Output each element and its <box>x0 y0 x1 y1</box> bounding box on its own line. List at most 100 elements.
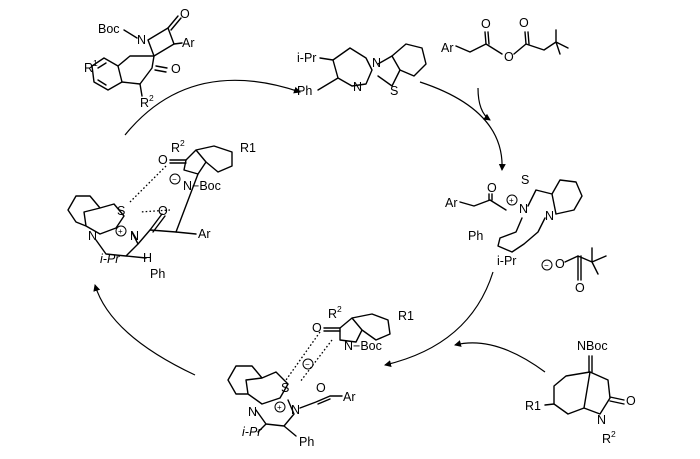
arrow-enolate-to-adduct <box>93 284 196 376</box>
adduct-ring-o: O <box>158 153 168 167</box>
anhydride-co2 <box>524 31 530 45</box>
product-lactam-o: O <box>180 7 190 21</box>
adduct-six-ring <box>95 229 151 259</box>
anhydride-chain <box>455 29 569 55</box>
adduct-aryl: Ar <box>198 227 211 241</box>
adduct-oxindole <box>183 145 233 175</box>
enolate-co <box>323 327 341 332</box>
product-benzo-inner <box>97 62 107 86</box>
ketimine-r2: R <box>602 432 611 446</box>
acyl-ipr: i-Pr <box>497 254 516 268</box>
enolate-r2-sup: 2 <box>337 304 342 314</box>
ketimine-five-ring <box>583 371 611 415</box>
arrow-anhydride-in <box>477 87 491 121</box>
enolate-structure: R 2 R1 O N−Boc S O − Ar N N + i-Pr Ph <box>227 304 414 449</box>
adduct-nboc: N−Boc <box>183 179 221 193</box>
ketimine-structure: NBoc R1 O N R 2 <box>525 339 636 446</box>
acyl-plus-circle <box>506 194 518 206</box>
enolate-aryl: Ar <box>343 390 356 404</box>
product-boc: Boc <box>98 22 120 36</box>
enolate-nboc: N−Boc <box>344 339 382 353</box>
ketimine-r1-bond <box>544 403 555 406</box>
ketimine-r2-sup: 2 <box>611 429 616 439</box>
acyl-n-plus: N <box>519 202 528 216</box>
adduct-minus-circle <box>169 173 181 185</box>
anhydride-o2: O <box>504 50 514 64</box>
arrow-acyl-ammonium-to-enolate <box>384 271 494 368</box>
cycle-arrows <box>93 79 546 376</box>
product-r2-sup: 2 <box>149 93 154 103</box>
pivalate-structure: − O O <box>541 247 607 295</box>
enolate-o-minus: − <box>305 360 310 369</box>
enolate-o: O <box>316 381 326 395</box>
product-n: N <box>137 33 146 47</box>
product-benzo <box>91 57 123 91</box>
enolate-n-right: N <box>291 403 300 417</box>
acyl-ammonium-structure: Ar O N + S N Ph i-Pr <box>445 173 583 268</box>
product-lactam-co <box>167 15 182 31</box>
product-structure: Boc N O Ar O R 1 R 2 <box>84 7 195 110</box>
ketimine-co <box>609 396 625 405</box>
adduct-interaction <box>129 165 171 213</box>
acyl-s: S <box>521 173 529 187</box>
product-r2-bond <box>139 83 143 97</box>
adduct-acyl-o: O <box>158 204 168 218</box>
acyl-n-bridge: N <box>545 209 554 223</box>
adduct-s: S <box>117 204 125 218</box>
enolate-r1: R1 <box>398 309 414 323</box>
adduct-acyl-chain <box>149 213 197 235</box>
adduct-co <box>169 159 187 164</box>
catalyst-ph-bond <box>317 77 339 91</box>
product-r2: R <box>140 96 149 110</box>
catalyst-ipr-bond <box>319 57 334 61</box>
pivalate-charge-circle <box>541 259 553 271</box>
enolate-six-ring <box>255 399 297 437</box>
catalyst-s: S <box>390 84 398 98</box>
adduct-r2: R <box>171 141 180 155</box>
ketimine-cn <box>588 355 593 373</box>
arrow-ketimine-in <box>454 340 546 373</box>
acyl-benzo <box>551 179 583 215</box>
catalyst-structure: i-Pr Ph N N S <box>297 43 427 98</box>
adduct-h: H <box>143 251 152 265</box>
pivalate-minus: − <box>544 261 549 270</box>
anhydride-co1 <box>484 31 490 45</box>
product-ketone-o: O <box>171 62 181 76</box>
mannich-adduct-structure: R 2 R1 O N−Boc − S O Ar N N + i-Pr H Ph <box>67 138 256 281</box>
product-ketone-bond <box>154 65 168 73</box>
acyl-co <box>488 193 493 201</box>
acyl-ring <box>497 217 546 253</box>
catalyst-ph: Ph <box>297 84 312 98</box>
acyl-ph: Ph <box>468 229 483 243</box>
product-n-boc <box>123 29 138 39</box>
arrow-product-to-catalyst <box>124 79 301 136</box>
product-ar-bond <box>173 42 183 45</box>
acyl-thiazole <box>527 189 557 215</box>
ketimine-n: N <box>597 413 606 427</box>
adduct-benzothiazole <box>67 195 125 235</box>
adduct-r2-sup: 2 <box>180 138 185 148</box>
adduct-minus: − <box>172 175 177 184</box>
product-indanone <box>117 55 155 85</box>
catalyst-benzo <box>391 43 427 77</box>
enolate-plus-circle <box>274 401 286 413</box>
acyl-o: O <box>487 181 497 195</box>
enolate-ring-o: O <box>312 321 322 335</box>
ketimine-o: O <box>626 394 636 408</box>
enolate-n-left: N <box>248 405 257 419</box>
adduct-ph: Ph <box>150 267 165 281</box>
product-r1: R <box>84 61 93 75</box>
catalyst-ipr: i-Pr <box>297 51 316 65</box>
enolate-r2: R <box>328 307 337 321</box>
anhydride-o3: O <box>519 16 529 30</box>
anhydride-aryl: Ar <box>441 41 454 55</box>
anhydride-structure: Ar O O O <box>441 16 569 64</box>
arrow-catalyst-to-acyl-ammonium <box>419 81 506 171</box>
pivalate-o-minus: O <box>555 257 565 271</box>
pivalate-o: O <box>575 281 585 295</box>
pivalate-bonds <box>564 247 607 281</box>
adduct-r1: R1 <box>240 141 256 155</box>
adduct-plus-circle <box>115 225 127 237</box>
